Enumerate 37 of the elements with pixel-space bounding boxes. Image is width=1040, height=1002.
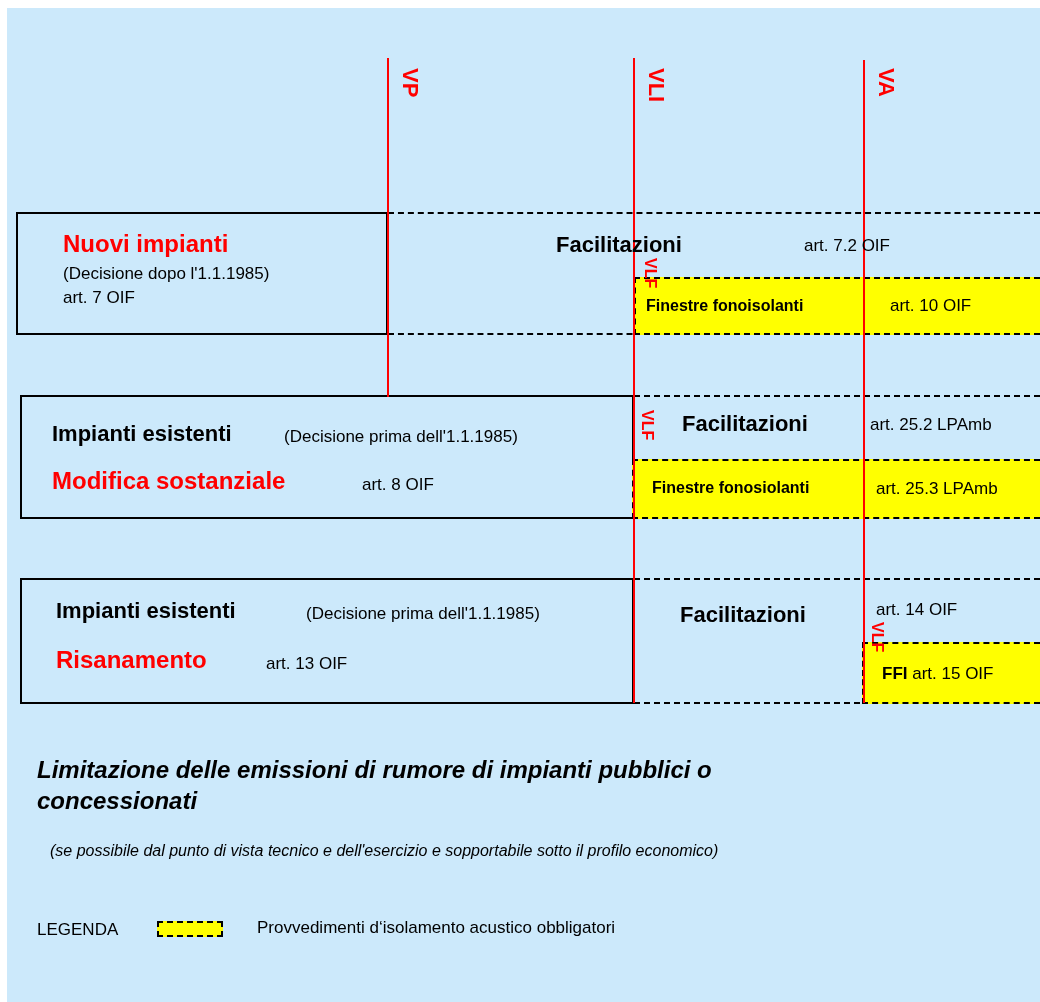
- measure-zone: [634, 578, 1040, 704]
- limit-label: VLI: [644, 68, 670, 103]
- row-heading: Facilitazioni: [680, 602, 806, 628]
- footnote: (se possibile dal punto di vista tecnico e dell'esercizio e sopportabile sotto il profilo economico): [50, 842, 719, 861]
- limit-label: VLF: [638, 410, 657, 441]
- limit-label: VLF: [641, 258, 660, 289]
- legend-text: Provvedimenti d‘isolamento acustico obbligatori: [257, 918, 616, 938]
- row-box: [16, 212, 388, 335]
- measure-zone: [388, 212, 1040, 335]
- note-text: FFI art. 15 OIF: [882, 664, 994, 684]
- title: Limitazione delle emissioni di rumore di impianti pubblici o concessionati: [37, 755, 713, 817]
- measure-box: [632, 459, 1040, 519]
- limit-label: VLF: [868, 622, 887, 653]
- note-text: art. 14 OIF: [876, 600, 958, 620]
- measure-zone: [634, 395, 1040, 519]
- measure-title: Finestre fonoisolanti: [646, 297, 804, 316]
- category-heading: Nuovi impianti: [63, 230, 229, 258]
- note-text: (Decisione prima dell'1.1.1985): [284, 427, 518, 447]
- note-text: art. 8 OIF: [362, 475, 434, 495]
- row-heading: Facilitazioni: [682, 411, 808, 437]
- note-text: art. 7 OIF: [63, 288, 135, 308]
- category-heading: Risanamento: [56, 646, 207, 674]
- note-text: art. 13 OIF: [266, 654, 348, 674]
- limit-label: VA: [874, 68, 900, 97]
- note-text: (Decisione dopo l'1.1.1985): [63, 264, 270, 284]
- note-text: art. 10 OIF: [890, 296, 972, 316]
- limit-label: VP: [398, 68, 424, 98]
- category-heading: Modifica sostanziale: [52, 467, 286, 495]
- measure-title: Finestre fonosiolanti: [652, 479, 810, 498]
- note-text: art. 25.2 LPAmb: [870, 415, 992, 435]
- row-box: [20, 578, 634, 704]
- legend-heading: LEGENDA: [37, 920, 119, 940]
- row-heading: Impianti esistenti: [56, 598, 236, 624]
- row-box: [20, 395, 634, 519]
- row-heading: Impianti esistenti: [52, 421, 232, 447]
- note-text: (Decisione prima dell'1.1.1985): [306, 604, 540, 624]
- note-text: art. 25.3 LPAmb: [876, 479, 998, 499]
